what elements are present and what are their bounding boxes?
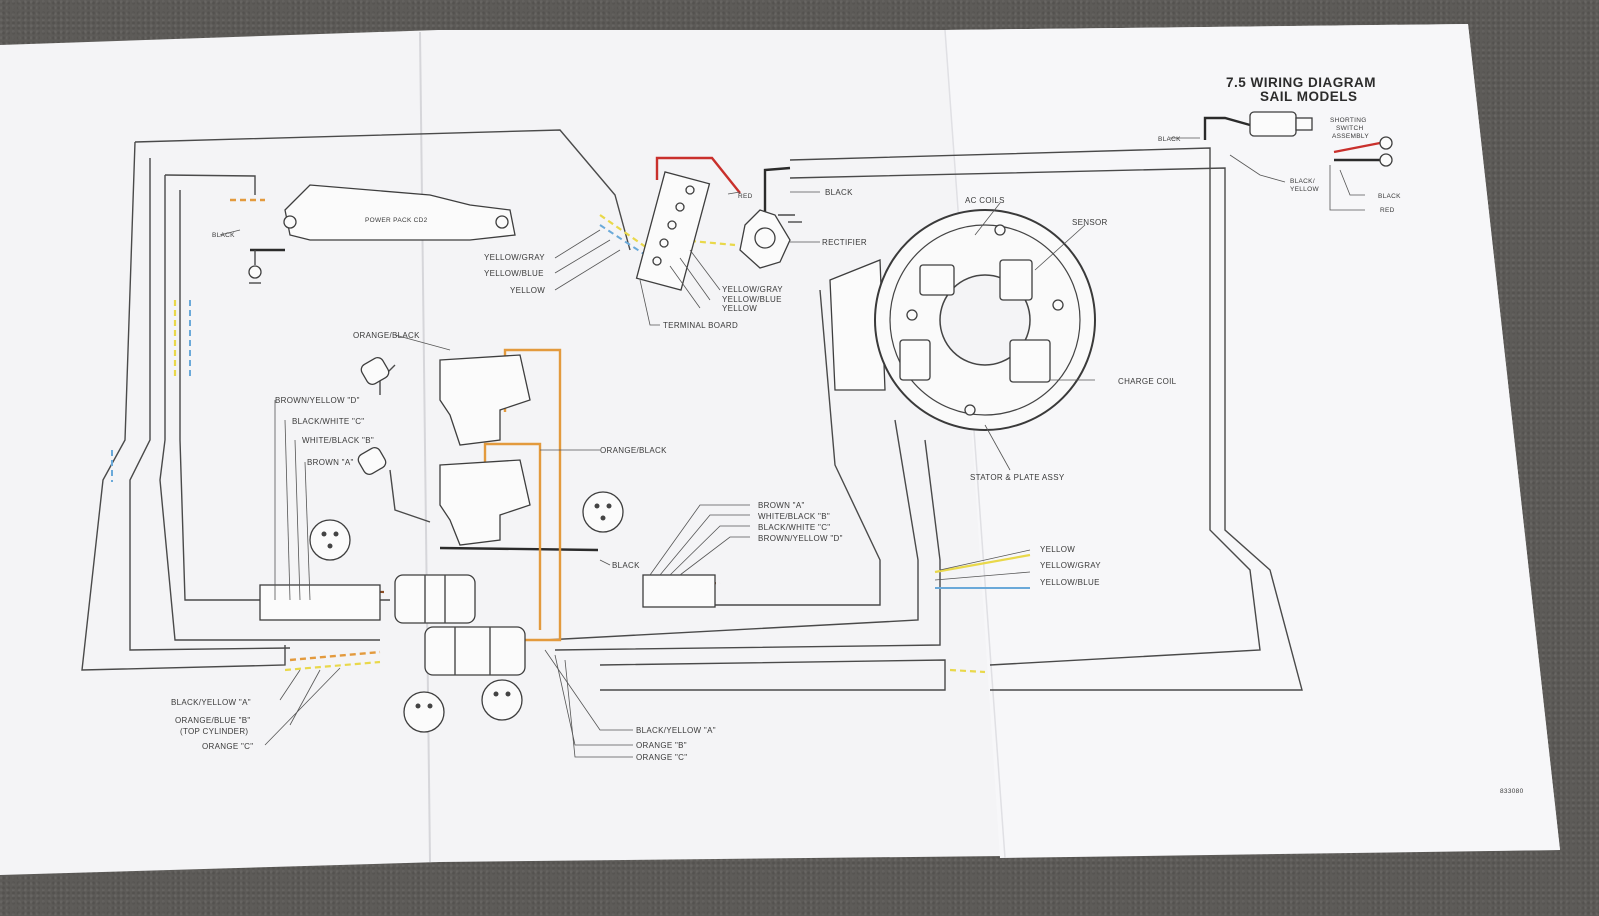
- label-orange-c-r: ORANGE "C": [636, 753, 687, 762]
- paper-right-half: [945, 24, 1560, 858]
- label-white-black-b-r: WHITE/BLACK "B": [758, 512, 830, 521]
- label-yellow-gray-r: YELLOW/GRAY: [722, 285, 783, 294]
- power-pack-label: POWER PACK CD2: [365, 217, 428, 224]
- label-stator-plate: STATOR & PLATE ASSY: [970, 473, 1065, 482]
- label-sensor: SENSOR: [1072, 218, 1108, 227]
- label-rectifier: RECTIFIER: [822, 238, 867, 247]
- rectifier: [739, 209, 802, 269]
- connector-pinouts: [309, 491, 624, 733]
- label-orange-c-l: ORANGE "C": [202, 742, 253, 751]
- wire-labels: BLACK SHORTING SWITCH ASSEMBLY BLACK/ YE…: [171, 117, 1524, 795]
- power-pack-cd2: POWER PACK CD2: [283, 184, 516, 241]
- leader-lines: [219, 137, 1365, 758]
- label-yellow-blue-l: YELLOW/BLUE: [484, 269, 544, 278]
- label-yellow-blue-s: YELLOW/BLUE: [1040, 578, 1100, 587]
- ignition-coil-top: [360, 354, 531, 446]
- label-black-white-c-r: BLACK/WHITE "C": [758, 523, 830, 532]
- diagram-title-line1: 7.5 WIRING DIAGRAM: [1226, 75, 1376, 90]
- label-shorting-3: ASSEMBLY: [1332, 133, 1369, 140]
- label-brown-a-r: BROWN "A": [758, 501, 805, 510]
- label-shorting-2: SWITCH: [1336, 125, 1363, 132]
- label-black-yellow-2: YELLOW: [1290, 186, 1319, 193]
- ignition-coil-bottom: [357, 447, 531, 546]
- label-black-yellow-1: BLACK/: [1290, 178, 1315, 185]
- label-black-yellow-a-r: BLACK/YELLOW "A": [636, 726, 716, 735]
- label-brown-yellow-d: BROWN/YELLOW "D": [275, 396, 360, 405]
- shorting-switch-assembly: [1249, 111, 1393, 167]
- fold-line-right: [944, 29, 1006, 859]
- label-yellow-l: YELLOW: [510, 286, 545, 295]
- label-white-black-b: WHITE/BLACK "B": [302, 436, 374, 445]
- terminal-board: [635, 171, 711, 291]
- label-orange-blue-b-2: (TOP CYLINDER): [180, 727, 248, 736]
- label-black-top: BLACK: [1158, 136, 1181, 143]
- part-number: 833080: [1500, 788, 1524, 795]
- harness-outlines: [81, 129, 1303, 691]
- diagram-title-line2: SAIL MODELS: [1260, 89, 1358, 104]
- label-brown-yellow-d-r: BROWN/YELLOW "D": [758, 534, 843, 543]
- label-red-tb: RED: [738, 193, 753, 200]
- label-shorting-1: SHORTING: [1330, 117, 1367, 124]
- label-orange-b-r: ORANGE "B": [636, 741, 687, 750]
- label-black-yellow-a-l: BLACK/YELLOW "A": [171, 698, 251, 707]
- label-black-right: BLACK: [1378, 193, 1401, 200]
- label-orange-black-mid: ORANGE/BLACK: [600, 446, 667, 455]
- label-black-rect: BLACK: [825, 188, 853, 197]
- ground-symbol-left: [248, 250, 262, 284]
- label-black-white-c: BLACK/WHITE "C": [292, 417, 364, 426]
- label-black-mid: BLACK: [612, 561, 640, 570]
- label-ac-coils: AC COILS: [965, 196, 1005, 205]
- label-yellow-r: YELLOW: [722, 304, 757, 313]
- label-brown-a: BROWN "A": [307, 458, 354, 467]
- label-black-left: BLACK: [212, 232, 235, 239]
- label-yellow-s: YELLOW: [1040, 545, 1075, 554]
- label-orange-blue-b-1: ORANGE/BLUE "B": [175, 716, 251, 725]
- label-yellow-gray-l: YELLOW/GRAY: [484, 253, 545, 262]
- harness-connectors: [259, 574, 716, 676]
- label-charge-coil: CHARGE COIL: [1118, 377, 1177, 386]
- label-yellow-gray-s: YELLOW/GRAY: [1040, 561, 1101, 570]
- label-terminal-board: TERMINAL BOARD: [663, 321, 738, 330]
- label-yellow-blue-r: YELLOW/BLUE: [722, 295, 782, 304]
- label-red-right: RED: [1380, 207, 1395, 214]
- label-orange-black-top: ORANGE/BLACK: [353, 331, 420, 340]
